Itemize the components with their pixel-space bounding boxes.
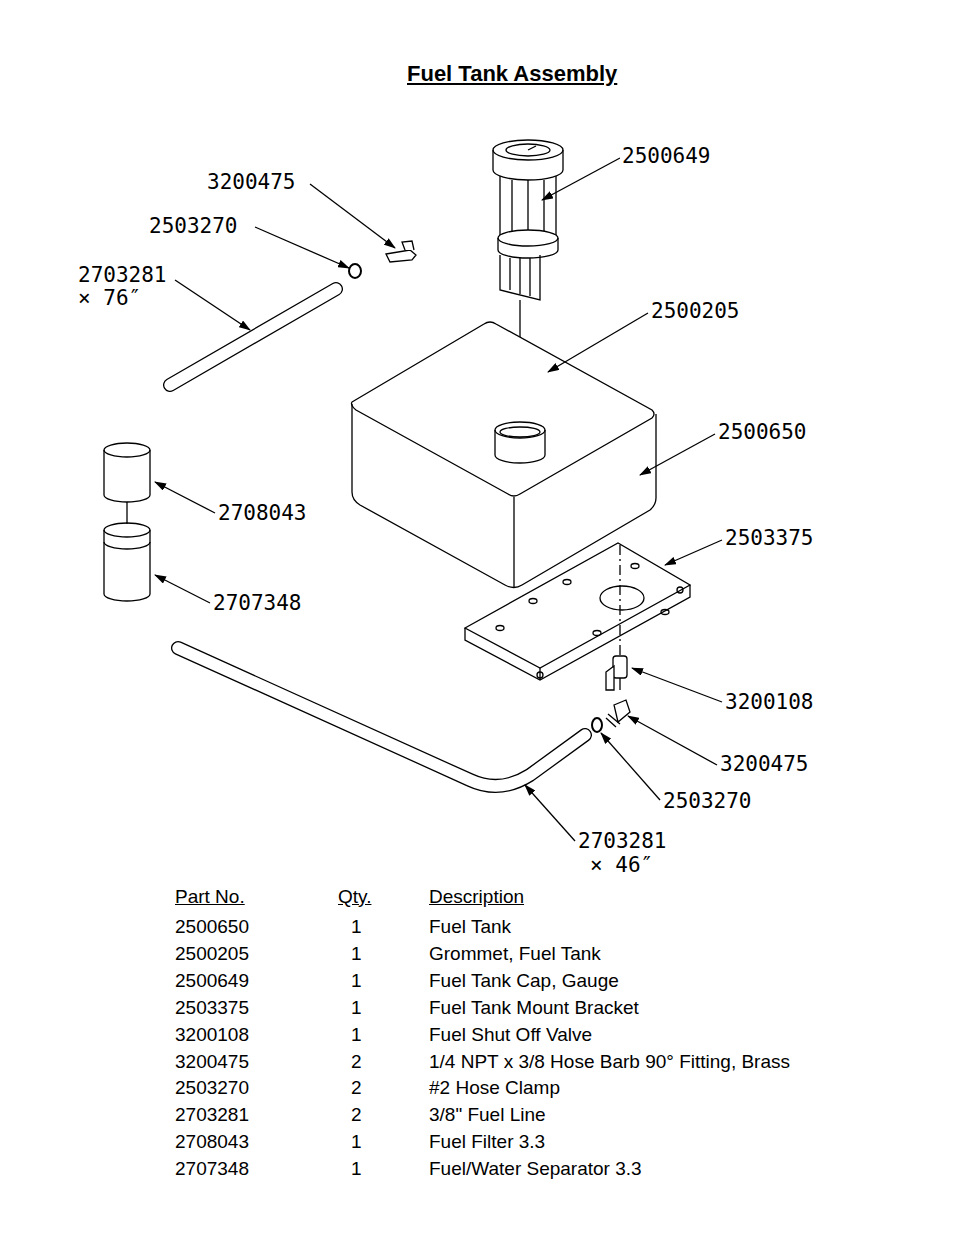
callout-number: 2500650 <box>716 421 809 444</box>
table-header: Part No. <box>173 887 247 908</box>
table-cell: Fuel Tank <box>427 917 513 938</box>
table-cell: 3/8" Fuel Line <box>427 1105 548 1126</box>
hose-clamp <box>349 264 361 278</box>
table-cell: 1 <box>349 1132 364 1153</box>
table-cell: 2503375 <box>173 998 251 1019</box>
shut-off-valve <box>606 656 627 690</box>
table-cell: 2500205 <box>173 944 251 965</box>
table-cell: #2 Hose Clamp <box>427 1078 562 1099</box>
callout-number: 3200108 <box>723 691 816 714</box>
water-separator <box>104 523 150 601</box>
table-cell: Fuel/Water Separator 3.3 <box>427 1159 644 1180</box>
fuel-line <box>170 289 336 385</box>
callout-number: 3200475 <box>205 171 298 194</box>
callout-number: 2707348 <box>211 592 304 615</box>
table-cell: 2708043 <box>173 1132 251 1153</box>
table-header: Qty. <box>336 887 373 908</box>
table-cell: 3200108 <box>173 1025 251 1046</box>
table-cell: 1 <box>349 944 364 965</box>
leader-lines <box>155 158 722 841</box>
table-cell: 1/4 NPT x 3/8 Hose Barb 90° Fitting, Bra… <box>427 1052 792 1073</box>
table-cell: 2 <box>349 1052 364 1073</box>
callout-number: 3200475 <box>718 753 811 776</box>
callout-number: 2703281 <box>76 264 169 287</box>
table-cell: 2503270 <box>173 1078 251 1099</box>
table-cell: 1 <box>349 1159 364 1180</box>
table-cell: Fuel Shut Off Valve <box>427 1025 594 1046</box>
table-cell: 2703281 <box>173 1105 251 1126</box>
gauge-cap <box>493 140 563 300</box>
mount-bracket <box>465 543 690 680</box>
callout-number: 2503375 <box>723 527 816 550</box>
table-cell: 1 <box>349 971 364 992</box>
table-cell: 1 <box>349 917 364 938</box>
hose-clamp <box>592 718 602 732</box>
table-cell: 2 <box>349 1078 364 1099</box>
table-cell: 2707348 <box>173 1159 251 1180</box>
callout-number: × 76″ <box>76 287 143 310</box>
callout-number: × 46″ <box>588 854 655 877</box>
table-cell: 2 <box>349 1105 364 1126</box>
callout-number: 2503270 <box>147 215 240 238</box>
callout-number: 2500649 <box>620 145 713 168</box>
hose-fitting <box>606 700 630 727</box>
table-cell: 1 <box>349 1025 364 1046</box>
table-cell: Grommet, Fuel Tank <box>427 944 603 965</box>
fuel-filter <box>104 443 150 502</box>
table-cell: 1 <box>349 998 364 1019</box>
callout-number: 2703281 <box>576 830 669 853</box>
table-cell: 2500649 <box>173 971 251 992</box>
table-cell: 3200475 <box>173 1052 251 1073</box>
table-cell: 2500650 <box>173 917 251 938</box>
page-title: Fuel Tank Assembly <box>405 62 619 86</box>
callout-number: 2500205 <box>649 300 742 323</box>
callout-number: 2503270 <box>661 790 754 813</box>
table-cell: Fuel Tank Cap, Gauge <box>427 971 621 992</box>
table-cell: Fuel Tank Mount Bracket <box>427 998 641 1019</box>
table-cell: Fuel Filter 3.3 <box>427 1132 547 1153</box>
table-header: Description <box>427 887 526 908</box>
callout-number: 2708043 <box>216 502 309 525</box>
fuel-line <box>178 648 585 786</box>
